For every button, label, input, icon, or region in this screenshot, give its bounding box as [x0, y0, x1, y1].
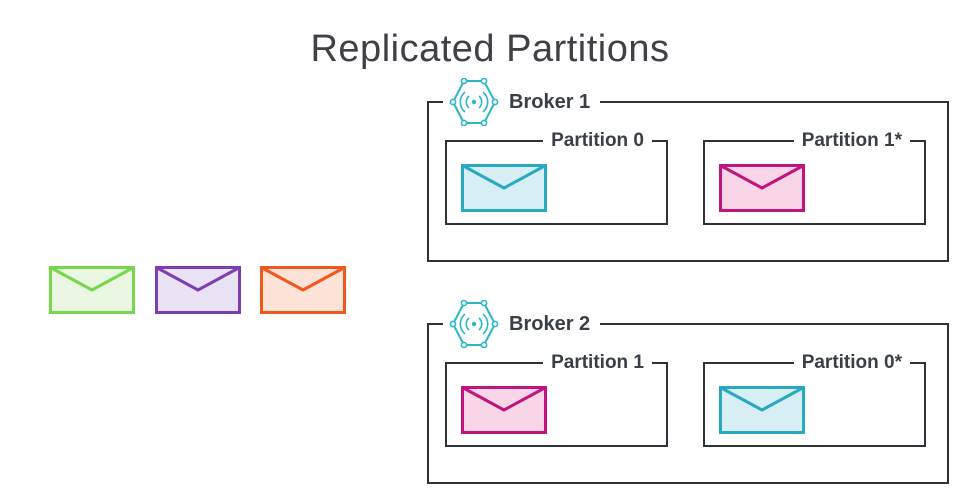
broker-label: Broker 1 [509, 90, 591, 113]
broker-header: Broker 1 [443, 78, 601, 126]
partition-box: Partition 1* [703, 128, 926, 225]
broker-label: Broker 2 [509, 312, 591, 335]
envelope-icon [260, 266, 346, 314]
broker-box: Broker 2 Partition 1 Partition 0* [427, 300, 949, 484]
partition-label: Partition 1* [793, 128, 910, 154]
diagram-title: Replicated Partitions [310, 28, 670, 70]
broker-header: Broker 2 [443, 300, 601, 348]
partition-label: Partition 0 [543, 128, 652, 154]
broker-hexagon-icon [449, 78, 499, 126]
broker-hexagon-icon [449, 300, 499, 348]
partition-box: Partition 1 [445, 350, 668, 447]
partition-label: Partition 0* [793, 350, 910, 376]
envelope-icon [461, 164, 547, 212]
envelope-icon [155, 266, 241, 314]
partition-box: Partition 0 [445, 128, 668, 225]
broker-box: Broker 1 Partition 0 Partition 1* [427, 78, 949, 262]
envelope-icon [49, 266, 135, 314]
partition-label: Partition 1 [543, 350, 652, 376]
envelope-icon [461, 386, 547, 434]
envelope-icon [719, 386, 805, 434]
partition-box: Partition 0* [703, 350, 926, 447]
envelope-icon [719, 164, 805, 212]
